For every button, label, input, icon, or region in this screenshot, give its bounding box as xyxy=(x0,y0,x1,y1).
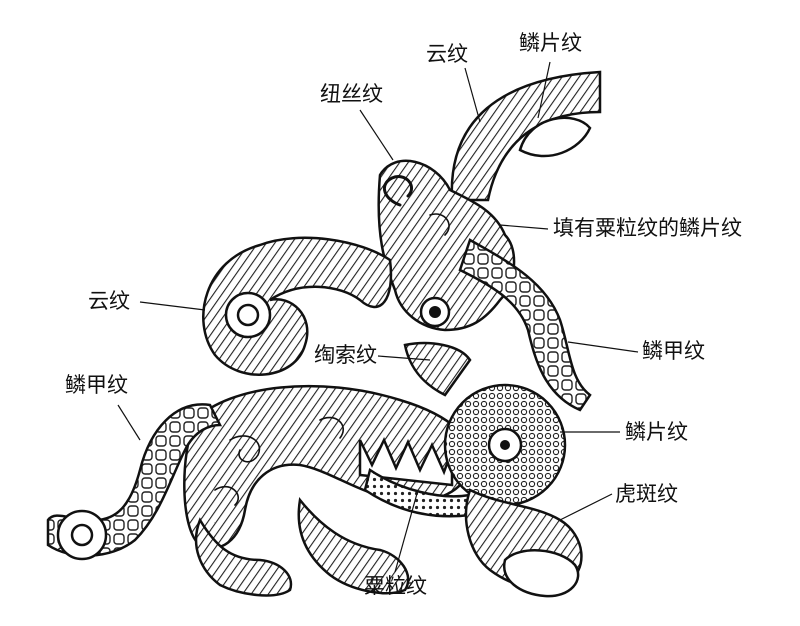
scroll-lines xyxy=(214,213,450,506)
label-cloud-top: 云纹 xyxy=(426,42,468,66)
scale-disc-dot xyxy=(500,440,510,450)
left-cloud-eye-inner xyxy=(236,303,260,327)
label-tiger: 虎斑纹 xyxy=(615,482,678,506)
left-foot xyxy=(194,517,293,597)
tiger-paw xyxy=(502,549,580,598)
armor-tail xyxy=(46,403,223,557)
label-scale-grain: 填有粟粒纹的鳞片纹 xyxy=(553,216,742,240)
label-scale-top: 鳞片纹 xyxy=(519,31,582,55)
eye-pupil xyxy=(429,306,441,318)
label-armor-left: 鳞甲纹 xyxy=(65,373,128,397)
label-silk: 纽丝纹 xyxy=(320,82,383,106)
rope-band xyxy=(403,341,472,397)
middle-foot xyxy=(297,497,410,595)
leader-lines xyxy=(117,61,639,573)
label-armor-right: 鳞甲纹 xyxy=(642,339,705,363)
head-spiral xyxy=(382,175,414,207)
dragon-head xyxy=(377,159,516,332)
crest-inner-scroll xyxy=(518,116,592,158)
left-cloud-scroll xyxy=(202,236,393,376)
crest-curve xyxy=(450,70,602,202)
body-ribbon xyxy=(458,238,592,412)
tail-curl-inner xyxy=(70,523,94,547)
label-scale-right: 鳞片纹 xyxy=(625,420,688,444)
label-rope: 绹索纹 xyxy=(314,343,377,367)
label-cloud-left: 云纹 xyxy=(88,289,130,313)
claw-row xyxy=(358,436,454,487)
label-grain: 粟粒纹 xyxy=(364,574,427,598)
